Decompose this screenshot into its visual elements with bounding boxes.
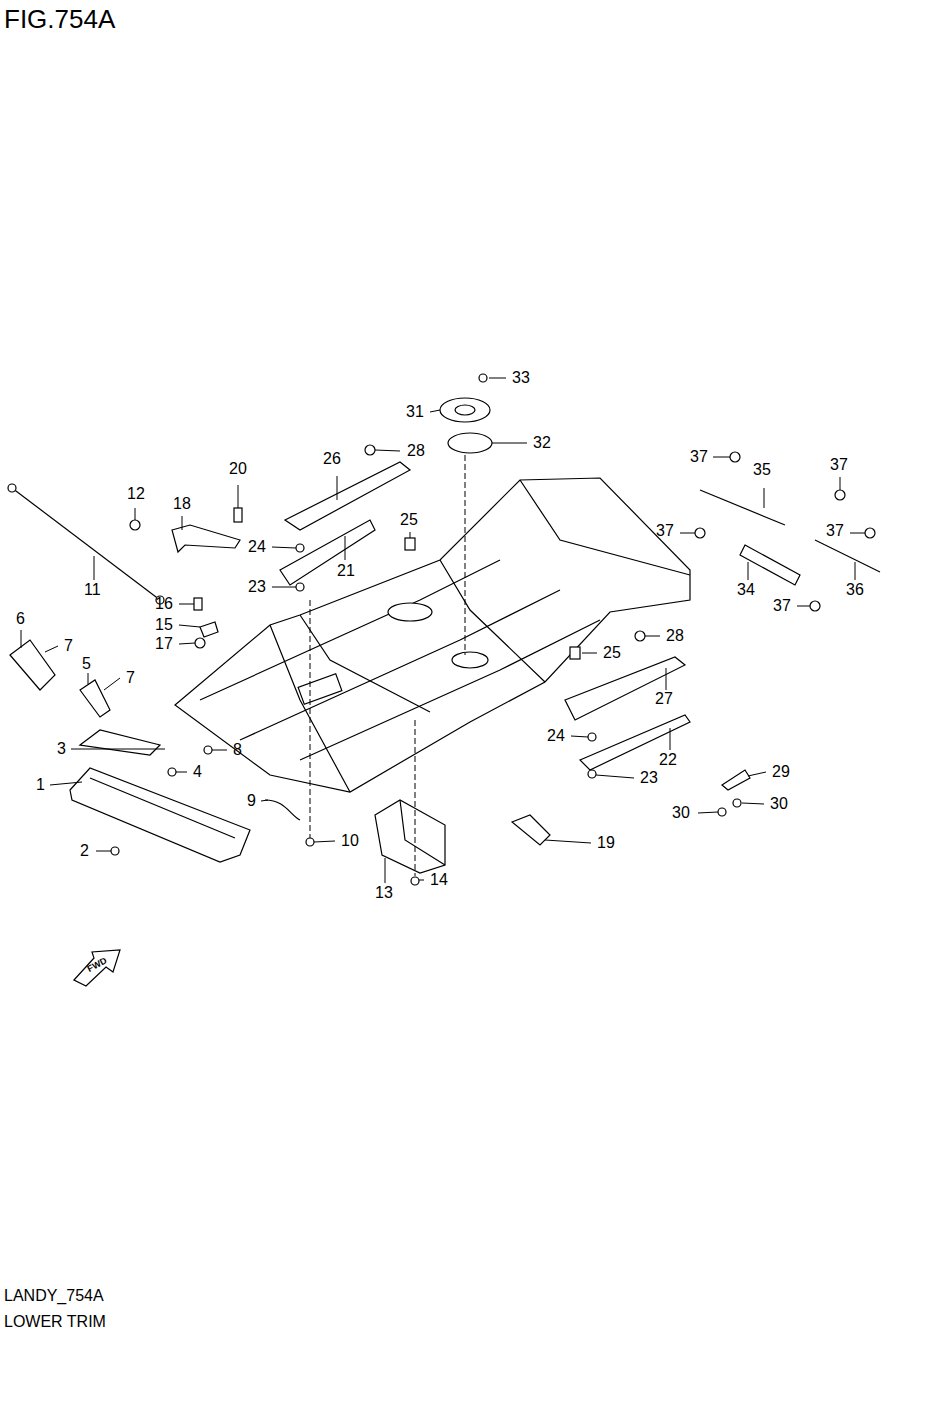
- callout-number: 21: [337, 563, 355, 579]
- callout-number: 30: [770, 796, 788, 812]
- callout-number: 6: [16, 611, 25, 627]
- callout-number: 37: [656, 523, 674, 539]
- diagram-caption: LOWER TRIM: [4, 1314, 106, 1330]
- callout-number: 7: [64, 638, 73, 654]
- callout-number: 12: [127, 486, 145, 502]
- callout-number: 13: [375, 885, 393, 901]
- callout-number: 4: [193, 764, 202, 780]
- callout-number: 1: [36, 777, 45, 793]
- callout-number: 19: [597, 835, 615, 851]
- callout-number: 7: [126, 670, 135, 686]
- callout-number: 3: [57, 741, 66, 757]
- callout-number: 27: [655, 691, 673, 707]
- diagram-caption: LANDY_754A: [4, 1288, 104, 1304]
- callout-number: 24: [248, 539, 266, 555]
- callout-number: 37: [826, 523, 844, 539]
- callout-number: 37: [830, 457, 848, 473]
- callout-number: 37: [773, 598, 791, 614]
- callout-number: 29: [772, 764, 790, 780]
- callout-number: 11: [84, 582, 101, 598]
- callout-number: 18: [173, 496, 191, 512]
- callout-number: 28: [407, 443, 425, 459]
- callout-number: 23: [640, 770, 658, 786]
- callout-number: 32: [533, 435, 551, 451]
- callout-number: 24: [547, 728, 565, 744]
- callout-number: 36: [846, 582, 864, 598]
- callout-number: 8: [233, 742, 242, 758]
- callout-number: 28: [666, 628, 684, 644]
- callout-number: 10: [341, 833, 359, 849]
- callout-number: 26: [323, 451, 341, 467]
- callout-number: 22: [659, 752, 677, 768]
- callout-number: 15: [155, 617, 173, 633]
- callout-number: 9: [247, 793, 256, 809]
- callout-number: 34: [737, 582, 755, 598]
- callout-number: 37: [690, 449, 708, 465]
- callout-number: 16: [155, 596, 173, 612]
- callout-number: 2: [80, 843, 89, 859]
- callout-number: 30: [672, 805, 690, 821]
- callout-number: 17: [155, 636, 173, 652]
- callout-number: 35: [753, 462, 771, 478]
- callout-number: 14: [430, 872, 448, 888]
- callout-number: 25: [603, 645, 621, 661]
- callout-number: 23: [248, 579, 266, 595]
- callout-number: 25: [400, 512, 418, 528]
- callout-number: 33: [512, 370, 530, 386]
- callout-number: 20: [229, 461, 247, 477]
- callout-number: 31: [406, 404, 424, 420]
- callout-number: 5: [82, 656, 91, 672]
- figure-title: FIG.754A: [4, 6, 115, 32]
